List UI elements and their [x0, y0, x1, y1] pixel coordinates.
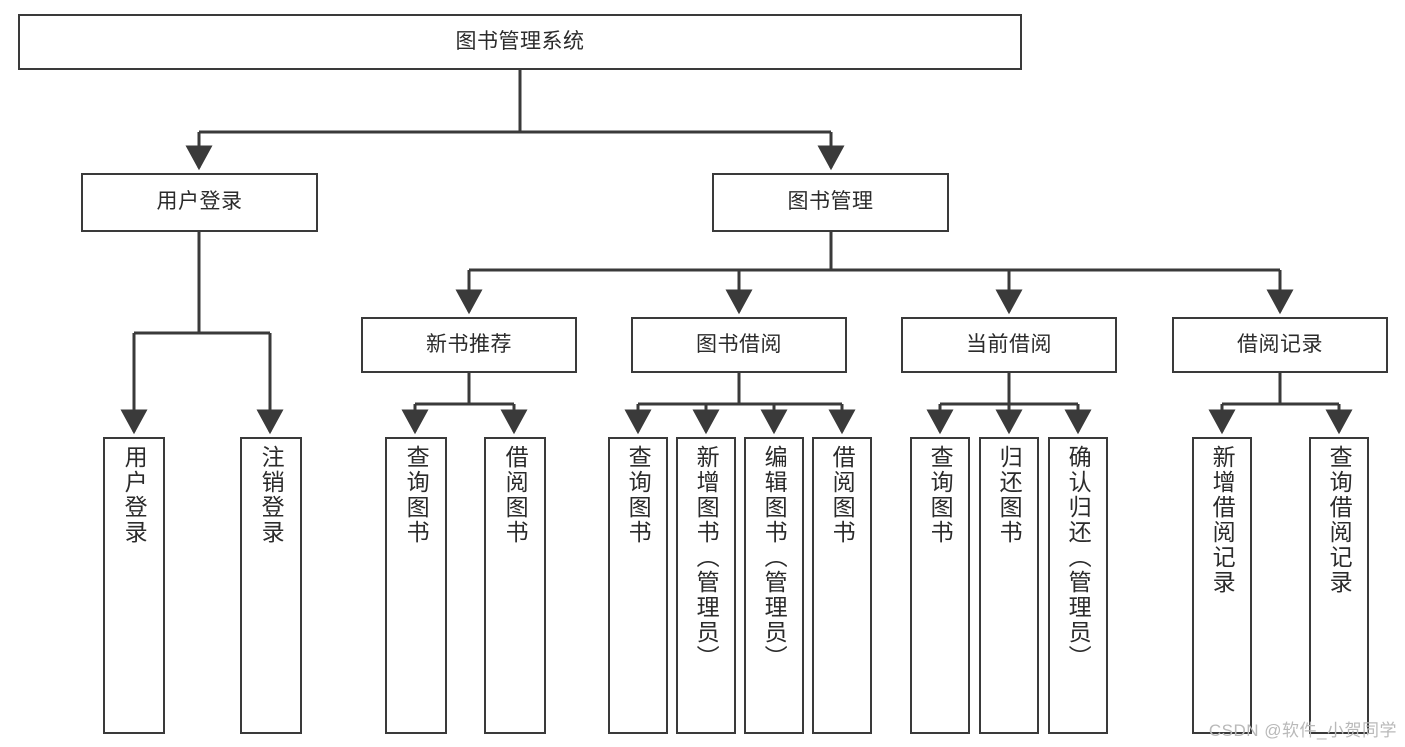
- node-root-system[interactable]: 图书管理系统: [18, 14, 1022, 70]
- node-label: 图书管理系统: [455, 29, 585, 53]
- node-label: 借阅记录: [1237, 332, 1323, 356]
- node-label: 图书管理: [787, 190, 874, 214]
- node-label: 用户登录: [156, 190, 243, 214]
- node-label: 图书借阅: [696, 332, 782, 356]
- node-label: 查询图书: [927, 445, 954, 545]
- node-borrow-record[interactable]: 借阅记录: [1172, 317, 1388, 373]
- node-leaf-confirm-return[interactable]: 确认归还（管理员）: [1048, 437, 1108, 734]
- node-label: 用户登录: [121, 445, 148, 545]
- node-book-borrow[interactable]: 图书借阅: [631, 317, 847, 373]
- node-label: 新书推荐: [426, 332, 512, 356]
- node-user-login[interactable]: 用户登录: [81, 173, 318, 232]
- node-label: 查询借阅记录: [1326, 445, 1353, 595]
- node-label: 查询图书: [403, 445, 430, 545]
- node-label: 查询图书: [625, 445, 652, 545]
- node-leaf-add-book[interactable]: 新增图书（管理员）: [676, 437, 736, 734]
- node-label: 确认归还（管理员）: [1065, 445, 1092, 670]
- node-book-management[interactable]: 图书管理: [712, 173, 949, 232]
- node-label: 注销登录: [258, 445, 285, 545]
- watermark-text: CSDN @软件_小贺同学: [1208, 721, 1397, 740]
- node-leaf-return-book[interactable]: 归还图书: [979, 437, 1039, 734]
- node-leaf-query-book-1[interactable]: 查询图书: [385, 437, 447, 734]
- node-label: 编辑图书（管理员）: [761, 445, 788, 670]
- node-leaf-query-book-3[interactable]: 查询图书: [910, 437, 970, 734]
- node-leaf-query-book-2[interactable]: 查询图书: [608, 437, 668, 734]
- node-label: 新增借阅记录: [1209, 445, 1236, 595]
- node-label: 当前借阅: [966, 332, 1052, 356]
- node-label: 借阅图书: [829, 445, 856, 545]
- node-leaf-query-record[interactable]: 查询借阅记录: [1309, 437, 1369, 734]
- node-label: 新增图书（管理员）: [693, 445, 720, 670]
- node-new-book-recommend[interactable]: 新书推荐: [361, 317, 577, 373]
- node-label: 归还图书: [996, 445, 1023, 545]
- node-leaf-add-record[interactable]: 新增借阅记录: [1192, 437, 1252, 734]
- node-leaf-user-login[interactable]: 用户登录: [103, 437, 165, 734]
- node-current-borrow[interactable]: 当前借阅: [901, 317, 1117, 373]
- node-leaf-borrow-book-2[interactable]: 借阅图书: [812, 437, 872, 734]
- node-leaf-borrow-book-1[interactable]: 借阅图书: [484, 437, 546, 734]
- node-label: 借阅图书: [502, 445, 529, 545]
- node-leaf-edit-book[interactable]: 编辑图书（管理员）: [744, 437, 804, 734]
- node-leaf-logout[interactable]: 注销登录: [240, 437, 302, 734]
